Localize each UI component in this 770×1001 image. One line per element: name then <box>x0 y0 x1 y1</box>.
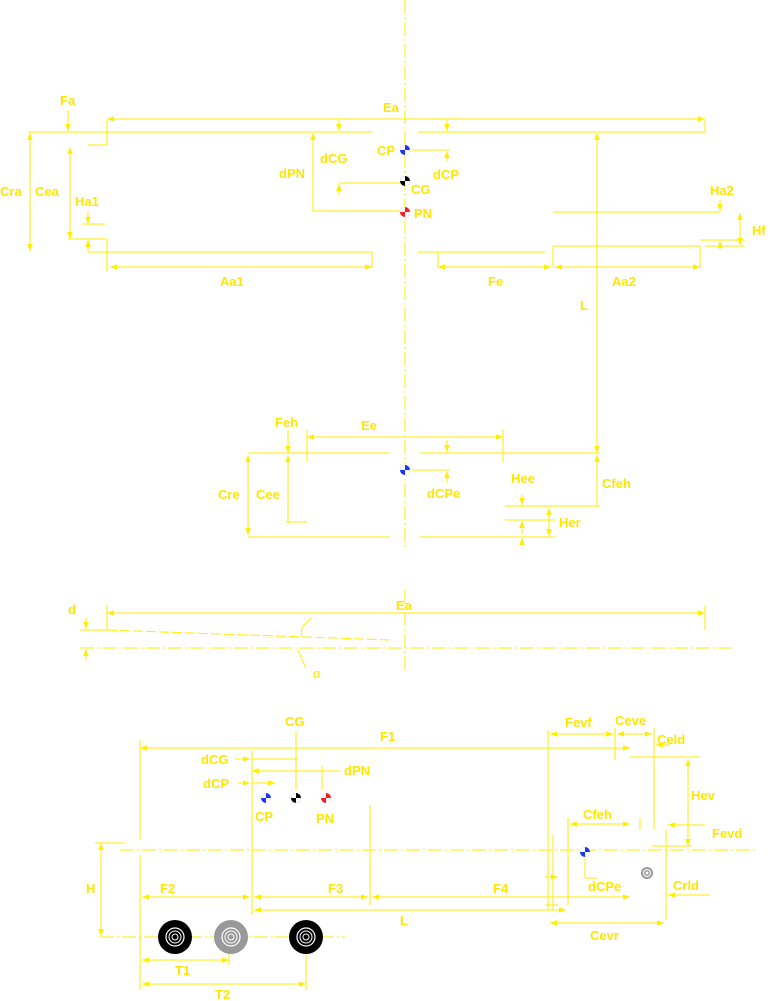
label-f1: F1 <box>380 729 395 744</box>
pn-marker-side <box>321 793 331 803</box>
label-cee: Cee <box>256 487 280 502</box>
label-f4: F4 <box>493 881 509 896</box>
label-ceve: Ceve <box>615 713 646 728</box>
label-dcg: dCG <box>320 151 347 166</box>
label-pn: PN <box>414 206 432 221</box>
label-cfeh-side: Cfeh <box>583 807 612 822</box>
label-l-side: L <box>400 913 408 928</box>
label-f3: F3 <box>328 881 343 896</box>
label-pn-side: PN <box>316 811 334 826</box>
label-celd: Celd <box>657 732 685 747</box>
label-dcpe-side: dCPe <box>588 879 621 894</box>
label-t1: T1 <box>175 963 190 978</box>
label-ea: Ea <box>383 100 400 115</box>
label-h: H <box>86 881 95 896</box>
pn-marker-top <box>400 207 410 217</box>
label-alpha: α <box>313 666 321 681</box>
cpe-marker-top <box>400 465 410 475</box>
front-wheel-icon <box>158 920 192 954</box>
label-cp: CP <box>377 143 395 158</box>
label-cg-side: CG <box>285 714 305 729</box>
tail-wheel-icon <box>641 867 653 879</box>
label-ea-front: Ea <box>396 598 413 613</box>
label-cea: Cea <box>35 184 60 199</box>
label-hee: Hee <box>511 471 535 486</box>
label-fevd: Fevd <box>712 826 742 841</box>
label-dcpe: dCPe <box>427 486 460 501</box>
middle-wheel-icon <box>214 920 248 954</box>
label-crld: Crld <box>673 878 699 893</box>
label-feh: Feh <box>275 415 298 430</box>
label-dcg-side: dCG <box>201 752 228 767</box>
label-cp-side: CP <box>255 809 273 824</box>
label-l: L <box>580 298 588 313</box>
label-dcp: dCP <box>433 167 459 182</box>
label-cg: CG <box>411 182 431 197</box>
wing-outline-right <box>418 120 745 268</box>
drawing-lines <box>27 0 755 990</box>
label-f2: F2 <box>160 881 175 896</box>
label-d: d <box>68 602 76 617</box>
label-fevf: Fevf <box>565 715 592 730</box>
label-ha1: Ha1 <box>75 194 99 209</box>
label-hf: Hf <box>752 223 766 238</box>
labels: Fa Ea Cra Cea Ha1 Aa1 dCG dPN CP dCP CG … <box>0 93 766 1001</box>
label-her: Her <box>559 515 581 530</box>
cg-marker-side <box>291 793 301 803</box>
label-cre: Cre <box>218 487 240 502</box>
label-fe: Fe <box>488 274 503 289</box>
label-cra: Cra <box>0 184 22 199</box>
rear-wheel-icon <box>289 920 323 954</box>
cpe-marker-side <box>580 847 590 857</box>
label-dcp-side: dCP <box>203 776 229 791</box>
label-cevr: Cevr <box>590 928 619 943</box>
label-dpn-side: dPN <box>344 763 370 778</box>
wing-outline-left <box>28 120 373 268</box>
label-t2: T2 <box>215 987 230 1001</box>
wheels <box>158 920 323 954</box>
label-hev: Hev <box>691 788 716 803</box>
alpha-arc <box>300 617 313 637</box>
cg-marker-top <box>400 176 410 186</box>
label-fa: Fa <box>60 93 76 108</box>
cp-marker-side <box>261 793 271 803</box>
label-aa2: Aa2 <box>612 274 636 289</box>
label-ee: Ee <box>361 418 377 433</box>
label-ha2: Ha2 <box>710 183 734 198</box>
cp-marker-top <box>400 145 410 155</box>
label-cfeh: Cfeh <box>602 476 631 491</box>
markers <box>261 145 653 879</box>
label-dpn: dPN <box>279 166 305 181</box>
label-aa1: Aa1 <box>220 274 244 289</box>
